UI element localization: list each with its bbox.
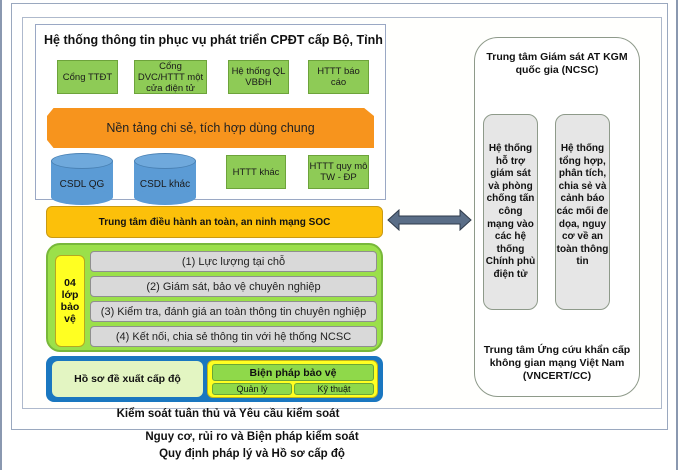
other-information-systems: HTTT khác	[226, 155, 286, 189]
layer-security-assessment: (3) Kiểm tra, đánh giá an toàn thông tin…	[90, 301, 377, 322]
middle-frame-risk	[11, 3, 668, 430]
system-box-title: Hệ thống thông tin phục vụ phát triển CP…	[44, 33, 383, 47]
measure-management: Quản lý	[212, 383, 292, 395]
layer-professional-monitoring: (2) Giám sát, bảo vệ chuyên nghiệp	[90, 276, 377, 297]
ministry-province-system-box: Hệ thống thông tin phục vụ phát triển CP…	[35, 24, 386, 205]
threat-analysis-system: Hệ thống tổng hợp, phân tích, chia sẻ và…	[555, 114, 610, 310]
central-local-systems: HTTT quy mô TW - ĐP	[308, 155, 369, 189]
layers-label-line: vệ	[64, 313, 76, 325]
security-level-box: Hồ sơ đề xuất cấp độ Biện pháp bảo vệ Qu…	[46, 356, 383, 402]
vncert-title: Trung tâm Ứng cứu khẩn cấp không gian mạ…	[483, 344, 631, 382]
app-public-service-portal: Cổng DVC/HTTT một cửa điện tử	[134, 60, 207, 94]
app-portal: Cổng TTĐT	[57, 60, 118, 94]
database-other: CSDL khác	[134, 153, 196, 205]
database-national-label: CSDL QG	[59, 179, 105, 190]
caption-legal: Quy định pháp lý và Hồ sơ cấp độ	[159, 448, 345, 460]
database-national: CSDL QG	[51, 153, 113, 205]
shared-platform-bar: Nền tảng chi sẻ, tích hợp dùng chung	[47, 108, 374, 148]
protection-measures-title: Biện pháp bảo vệ	[212, 364, 374, 381]
layer-ncsc-connection: (4) Kết nối, chia sẻ thông tin với hệ th…	[90, 326, 377, 347]
national-monitoring-center: Trung tâm Giám sát AT KGM quốc gia (NCSC…	[474, 37, 640, 397]
layers-label-line: bảo	[60, 301, 80, 313]
level-proposal-dossier: Hồ sơ đề xuất cấp độ	[52, 361, 203, 397]
app-reporting-system: HTTT báo cáo	[308, 60, 369, 94]
measure-technical: Kỹ thuật	[294, 383, 374, 395]
layers-label-line: 04	[64, 277, 76, 289]
protection-measures-box: Biện pháp bảo vệ Quản lý Kỹ thuật	[207, 360, 378, 398]
database-other-label: CSDL khác	[139, 179, 191, 190]
layers-count-label: 04 lớp bảo vệ	[55, 255, 85, 347]
caption-compliance: Kiểm soát tuân thủ và Yêu cầu kiểm soát	[116, 408, 340, 420]
protection-layers-box: 04 lớp bảo vệ (1) Lực lượng tại chỗ (2) …	[46, 243, 383, 352]
layer-onsite-force: (1) Lực lượng tại chỗ	[90, 251, 377, 272]
layers-label-line: lớp	[61, 289, 79, 301]
app-document-management: Hệ thống QL VBĐH	[228, 60, 289, 94]
soc-center-bar: Trung tâm điều hành an toàn, an ninh mạn…	[46, 206, 383, 238]
double-arrow-icon	[387, 209, 472, 231]
attack-prevention-system: Hệ thống hỗ trợ giám sát và phòng chống …	[483, 114, 538, 310]
caption-risk: Nguy cơ, rủi ro và Biện pháp kiểm soát	[145, 431, 359, 443]
ncsc-title: Trung tâm Giám sát AT KGM quốc gia (NCSC…	[486, 51, 628, 76]
